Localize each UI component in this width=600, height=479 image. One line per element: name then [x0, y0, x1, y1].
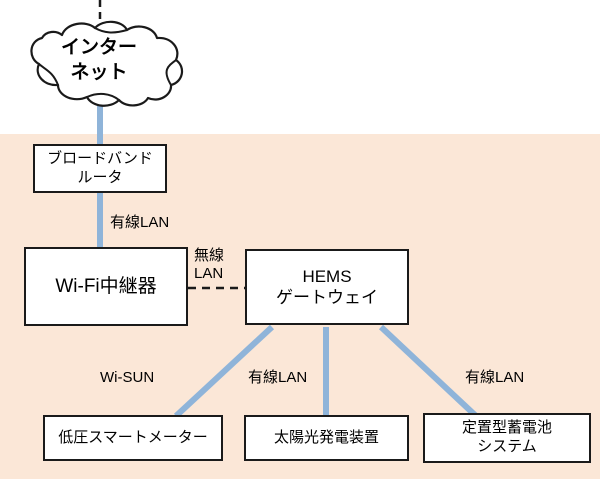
node-smart-meter[interactable]: 低圧スマートメーター: [43, 415, 223, 461]
node-broadband-router[interactable]: ブロードバンド ルータ: [33, 144, 167, 193]
link-hems-battery: [378, 324, 479, 419]
cloud-inner-scallop-bottom: [86, 92, 120, 101]
edge-label-hems-battery: 有線LAN: [465, 369, 525, 386]
edge-label-hems-solar: 有線LAN: [248, 369, 308, 386]
edge-label-hems-meter: Wi-SUN: [100, 369, 155, 386]
node-wifi-repeater[interactable]: Wi-Fi中継器: [24, 247, 188, 326]
cloud-label: インター ネット: [60, 37, 137, 83]
edge-label-router-repeater: 有線LAN: [110, 214, 170, 231]
cloud-inner-scallop-left: [38, 63, 59, 86]
node-stationary-battery-system[interactable]: 定置型蓄電池 システム: [423, 413, 591, 463]
edge-label-repeater-hems: 無線 LAN: [194, 247, 225, 283]
cloud-inner-scallop-top: [94, 27, 128, 34]
link-hems-meter: [173, 324, 275, 419]
node-hems-gateway[interactable]: HEMS ゲートウェイ: [245, 249, 409, 325]
cloud-inner-scallop-right: [165, 59, 177, 86]
node-solar-power-system[interactable]: 太陽光発電装置: [244, 415, 409, 461]
